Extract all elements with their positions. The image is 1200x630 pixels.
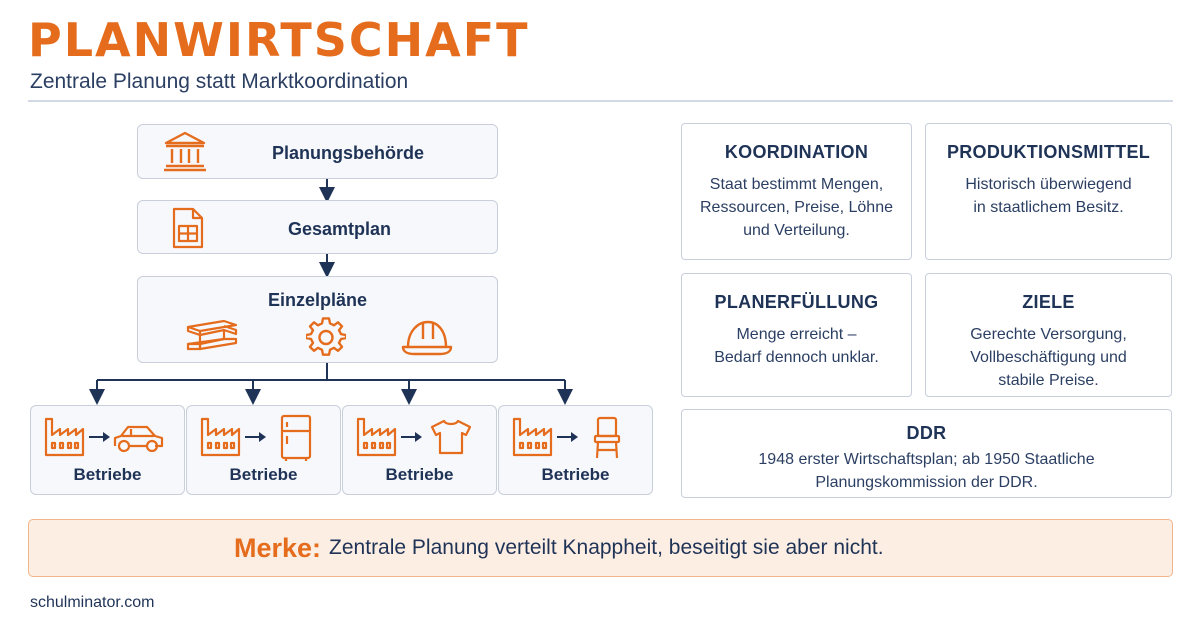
enterprise-box-chair: Betriebe [498,405,653,495]
enterprise-label: Betriebe [541,465,610,484]
card-koordination: KOORDINATION Staat bestimmt Mengen, Ress… [681,123,912,260]
chair-icon [591,416,623,460]
enterprise-label: Betriebe [385,465,454,484]
key-takeaway-label: Merke: [234,532,322,563]
factory-icon [355,415,399,459]
spreadsheet-document-icon [168,206,208,250]
key-takeaway-box: Merke: Zentrale Planung verteilt Knapphe… [28,519,1173,577]
master-plan-label: Gesamtplan [288,219,392,239]
card-produktionsmittel-text: Historisch überwiegend in staatlichem Be… [965,176,1132,216]
flow-connectors [89,179,573,405]
tshirt-icon [429,418,473,456]
card-produktionsmittel-title: PRODUKTIONSMITTEL [946,142,1151,162]
factory-icon [511,415,555,459]
enterprise-box-tshirt: Betriebe [342,405,497,495]
authority-box: Planungsbehörde [137,124,498,179]
page-subtitle: Zentrale Planung statt Marktkoordination [30,70,409,93]
page-title: PLANWIRTSCHAFT [28,13,530,67]
key-takeaway-text: Zentrale Planung verteilt Knappheit, bes… [329,536,884,559]
enterprise-box-car: Betriebe [30,405,185,495]
card-produktionsmittel: PRODUKTIONSMITTEL Historisch überwiegend… [925,123,1172,260]
fridge-icon [279,414,313,462]
government-building-icon [160,128,210,174]
card-ziele-title: ZIELE [1022,292,1075,312]
card-ziele: ZIELE Gerechte Versorgung, Vollbeschäfti… [925,273,1172,397]
card-ziele-text: Gerechte Versorgung, Vollbeschäftigung u… [970,326,1127,389]
enterprise-label: Betriebe [229,465,298,484]
master-plan-box: Gesamtplan [137,200,498,254]
card-koordination-text: Staat bestimmt Mengen, Ressourcen, Preis… [700,176,893,239]
header-divider [28,100,1173,102]
card-planerfuellung-text: Menge erreicht – Bedarf dennoch unklar. [714,326,879,366]
sub-plans-box: Einzelpläne [137,276,498,363]
enterprise-label: Betriebe [73,465,142,484]
arrow-right-icon [89,431,111,443]
arrow-right-icon [401,431,423,443]
arrow-right-icon [557,431,579,443]
card-planerfuellung-title: PLANERFÜLLUNG [714,292,879,312]
factory-icon [43,415,87,459]
card-planerfuellung: PLANERFÜLLUNG Menge erreicht – Bedarf de… [681,273,912,397]
sub-plans-label: Einzelpläne [267,290,368,310]
factory-icon [199,415,243,459]
card-ddr: DDR 1948 erster Wirtschaftsplan; ab 1950… [681,409,1172,498]
hard-hat-icon [400,317,454,357]
steel-beam-icon [184,317,240,357]
card-ddr-text: 1948 erster Wirtschaftsplan; ab 1950 Sta… [758,451,1095,491]
car-icon [111,420,167,456]
arrow-right-icon [245,431,267,443]
gear-icon [306,317,346,357]
source-label: schulminator.com [30,594,155,611]
enterprise-box-fridge: Betriebe [186,405,341,495]
card-ddr-title: DDR [906,423,947,443]
card-koordination-title: KOORDINATION [724,142,869,162]
authority-label: Planungsbehörde [272,143,425,163]
